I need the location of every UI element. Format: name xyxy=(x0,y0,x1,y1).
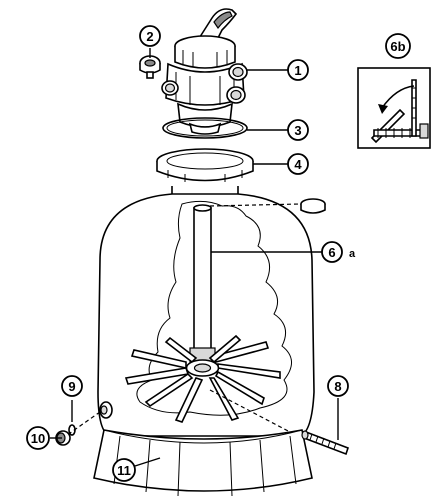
inset-lateral-detail xyxy=(357,67,431,149)
svg-text:8: 8 xyxy=(334,379,341,394)
svg-text:2: 2 xyxy=(146,29,153,44)
callout-2: 2 xyxy=(139,25,161,47)
callout-1: 1 xyxy=(287,59,309,81)
callout-6a: 6 a xyxy=(321,241,356,263)
callout-11: 11 xyxy=(112,458,136,482)
svg-text:3: 3 xyxy=(294,123,301,138)
svg-text:11: 11 xyxy=(117,463,131,478)
callout-10: 10 xyxy=(26,426,50,450)
replacement-lateral xyxy=(301,430,350,456)
svg-text:6b: 6b xyxy=(390,39,405,54)
callout-8: 8 xyxy=(327,375,349,397)
svg-text:10: 10 xyxy=(31,431,45,446)
callout-4: 4 xyxy=(287,153,309,175)
svg-text:4: 4 xyxy=(294,157,302,172)
standpipe-lateral-assembly xyxy=(124,204,281,423)
multiport-valve xyxy=(161,8,248,135)
svg-text:9: 9 xyxy=(68,379,75,394)
locking-ring xyxy=(156,148,254,182)
pressure-gauge xyxy=(139,55,161,79)
callout-3: 3 xyxy=(287,119,309,141)
svg-text:6: 6 xyxy=(328,245,335,260)
tank-base xyxy=(93,429,313,497)
callout-6b: 6b xyxy=(385,33,411,59)
svg-text:a: a xyxy=(349,248,356,260)
drain-o-ring xyxy=(68,424,76,436)
svg-text:1: 1 xyxy=(294,63,301,78)
tank-cutaway xyxy=(136,200,292,416)
callout-9: 9 xyxy=(61,375,83,397)
o-ring xyxy=(162,117,248,139)
